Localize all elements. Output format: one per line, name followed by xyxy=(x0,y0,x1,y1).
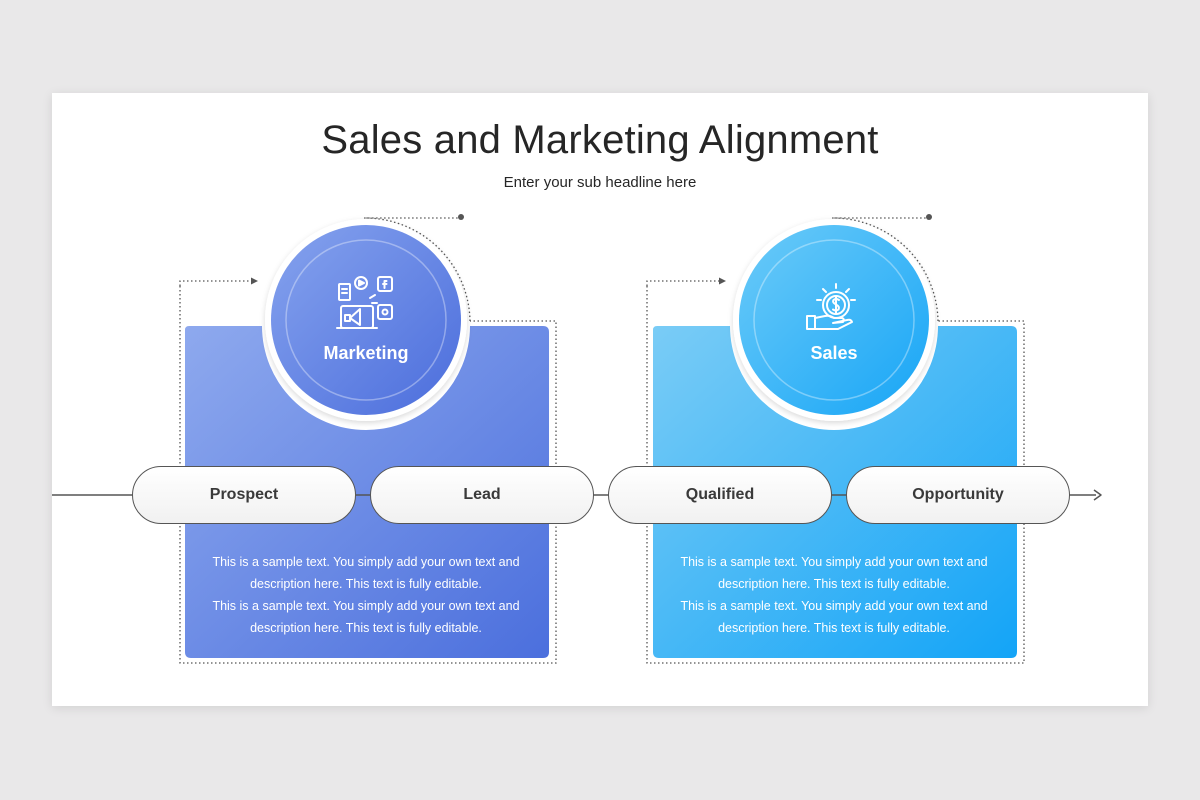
sales-circle-inner-ring xyxy=(753,239,915,401)
marketing-label: Marketing xyxy=(323,343,409,363)
flow-connector xyxy=(52,489,1102,501)
marketing-dotted-frame xyxy=(179,286,557,664)
marketing-card xyxy=(185,326,549,658)
stage-prospect: Prospect xyxy=(132,466,356,524)
marketing-circle-inner-ring xyxy=(285,239,447,401)
marketing-entry-arrow-line xyxy=(179,280,252,286)
sales-dotted-frame xyxy=(646,286,1025,664)
sales-column xyxy=(646,214,1025,664)
sales-label: Sales xyxy=(810,343,858,363)
sales-description: This is a sample text. You simply add yo… xyxy=(664,551,1004,639)
stage-qualified: Qualified xyxy=(608,466,832,524)
sales-dotted-arc xyxy=(831,217,939,322)
marketing-exit-dot xyxy=(458,214,464,220)
marketing-paragraph-2: This is a sample text. You simply add yo… xyxy=(212,599,520,635)
marketing-column xyxy=(179,214,557,664)
marketing-description: This is a sample text. You simply add yo… xyxy=(196,551,536,639)
marketing-paragraph-1: This is a sample text. You simply add yo… xyxy=(212,555,520,591)
sales-dollar-hand-icon xyxy=(806,283,856,330)
marketing-megaphone-icon xyxy=(336,276,393,329)
stage-lead: Lead xyxy=(370,466,594,524)
sales-paragraph-1: This is a sample text. You simply add yo… xyxy=(680,555,988,591)
marketing-circle xyxy=(271,225,461,415)
sales-entry-arrowhead xyxy=(719,277,726,285)
flow-arrowhead xyxy=(1093,489,1102,501)
sales-entry-arrow-line xyxy=(646,280,719,286)
marketing-dotted-arc xyxy=(363,217,471,322)
sales-circle xyxy=(739,225,929,415)
slide-subtitle: Enter your sub headline here xyxy=(503,174,697,191)
sales-paragraph-2: This is a sample text. You simply add yo… xyxy=(680,599,988,635)
slide-title: Sales and Marketing Alignment xyxy=(321,118,879,162)
marketing-entry-arrowhead xyxy=(251,277,258,285)
sales-card xyxy=(653,326,1017,658)
sales-exit-dot xyxy=(926,214,932,220)
stage-opportunity: Opportunity xyxy=(846,466,1070,524)
